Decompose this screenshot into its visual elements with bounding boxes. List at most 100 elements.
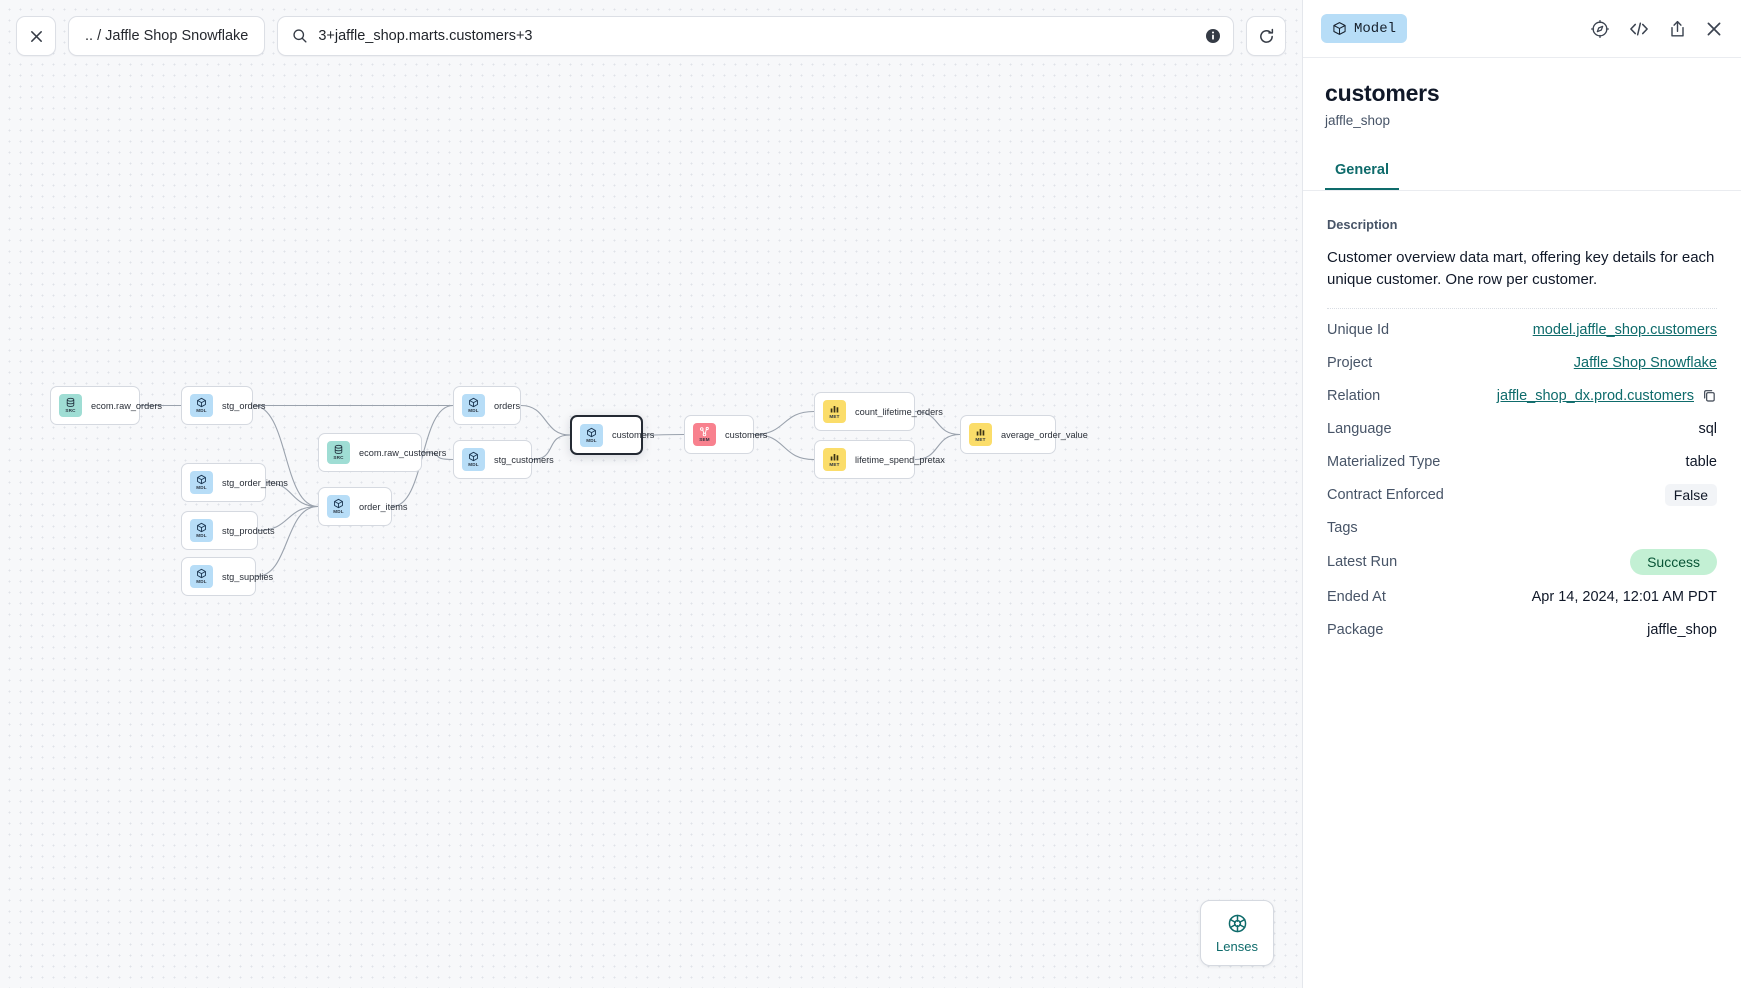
node-type-label: MDL xyxy=(196,485,207,491)
lineage-edges xyxy=(140,404,961,578)
metadata-key: Language xyxy=(1327,420,1392,437)
status-badge: Success xyxy=(1630,549,1717,576)
lineage-edge xyxy=(914,433,961,461)
lenses-label: Lenses xyxy=(1216,938,1258,954)
lineage-edge xyxy=(265,481,319,508)
node-type-label: MDL xyxy=(196,533,207,539)
metadata-value: sql xyxy=(1698,420,1717,437)
lineage-node-label: stg_supplies xyxy=(222,571,274,582)
metadata-row: Materialized Type table xyxy=(1327,445,1717,478)
metadata-row: Relation jaffle_shop_dx.prod.customers xyxy=(1327,379,1717,412)
metadata-key: Materialized Type xyxy=(1327,453,1441,470)
resource-type-label: Model xyxy=(1354,20,1397,37)
met-badge-icon: MET xyxy=(823,448,846,471)
node-type-label: MDL xyxy=(196,408,207,414)
node-type-label: MET xyxy=(829,414,840,420)
sem-badge-icon: SEM xyxy=(693,423,716,446)
met-badge-icon: MET xyxy=(823,400,846,423)
mdl-badge-icon: MDL xyxy=(190,519,213,542)
lineage-edge xyxy=(520,404,571,436)
description-label: Description xyxy=(1327,217,1398,232)
lineage-node-stg-products[interactable]: MDL stg_products xyxy=(181,511,275,550)
node-type-label: MDL xyxy=(468,462,479,468)
lineage-node-label: stg_order_items xyxy=(222,477,288,488)
metadata-value-wrap: Jaffle Shop Snowflake xyxy=(1574,355,1717,371)
metadata-value-link[interactable]: model.jaffle_shop.customers xyxy=(1532,321,1717,338)
breadcrumb[interactable]: .. / Jaffle Shop Snowflake xyxy=(68,16,266,56)
node-type-label: MET xyxy=(829,462,840,468)
metadata-value-link[interactable]: Jaffle Shop Snowflake xyxy=(1573,354,1717,371)
lineage-node-label: customers xyxy=(725,429,768,440)
metadata-value-link[interactable]: jaffle_shop_dx.prod.customers xyxy=(1496,387,1694,404)
metadata-key: Relation xyxy=(1327,387,1381,404)
met-badge-icon: MET xyxy=(969,423,992,446)
metadata-row: Language sql xyxy=(1327,412,1717,445)
lineage-node-label: lifetime_spend_pretax xyxy=(855,454,945,465)
node-type-label: SRC xyxy=(65,408,76,414)
close-graph-button[interactable] xyxy=(16,16,56,56)
refresh-button[interactable] xyxy=(1246,16,1286,56)
mdl-badge-icon: MDL xyxy=(462,448,485,471)
lineage-edge xyxy=(255,505,319,578)
lineage-node-stg-supplies[interactable]: MDL stg_supplies xyxy=(181,557,273,596)
search-input[interactable] xyxy=(318,28,1195,44)
explore-icon[interactable] xyxy=(1590,19,1610,39)
metadata-key: Package xyxy=(1327,621,1384,638)
lineage-edge xyxy=(642,433,685,436)
lenses-button[interactable]: Lenses xyxy=(1200,900,1274,966)
lineage-node-label: stg_customers xyxy=(494,454,554,465)
metadata-key: Latest Run xyxy=(1327,554,1398,571)
lineage-edge xyxy=(753,433,815,461)
metadata-value-wrap: Apr 14, 2024, 12:01 AM PDT xyxy=(1532,589,1717,605)
details-panel-title-block: customers jaffle_shop xyxy=(1303,58,1741,128)
copy-icon[interactable] xyxy=(1702,388,1717,403)
lineage-node-lifetime-spend-pretax[interactable]: MET lifetime_spend_pretax xyxy=(814,440,945,479)
metadata-value-wrap: table xyxy=(1686,454,1717,470)
lineage-node-stg-customers[interactable]: MDL stg_customers xyxy=(453,440,554,479)
lineage-edge xyxy=(914,410,961,436)
code-icon[interactable] xyxy=(1628,19,1650,39)
lineage-node-stg-order-items[interactable]: MDL stg_order_items xyxy=(181,463,288,502)
page-title: customers xyxy=(1325,80,1440,106)
details-panel: Model xyxy=(1302,0,1741,988)
resource-type-badge[interactable]: Model xyxy=(1321,14,1408,43)
lineage-toolbar: .. / Jaffle Shop Snowflake xyxy=(0,0,1302,72)
node-type-label: MDL xyxy=(196,579,207,585)
close-icon[interactable] xyxy=(1705,20,1723,38)
breadcrumb-label: .. / Jaffle Shop Snowflake xyxy=(85,28,249,44)
details-panel-body: Description Customer overview data mart,… xyxy=(1303,191,1741,988)
tab-general[interactable]: General xyxy=(1325,156,1399,190)
node-type-label: SEM xyxy=(699,437,710,443)
metadata-value: Apr 14, 2024, 12:01 AM PDT xyxy=(1531,588,1717,605)
details-panel-tabs: General xyxy=(1303,156,1741,191)
lineage-edge xyxy=(391,404,454,508)
page-subtitle: jaffle_shop xyxy=(1325,113,1391,128)
share-icon[interactable] xyxy=(1668,19,1687,39)
metadata-value-wrap: sql xyxy=(1698,421,1717,437)
search-box[interactable] xyxy=(277,16,1234,56)
mdl-badge-icon: MDL xyxy=(190,565,213,588)
lineage-node-label: customers xyxy=(612,430,655,440)
info-icon[interactable] xyxy=(1205,28,1221,44)
lineage-edge xyxy=(753,410,815,436)
node-type-label: MDL xyxy=(468,408,479,414)
lineage-node-label: order_items xyxy=(359,501,408,512)
lineage-edge xyxy=(257,505,319,532)
search-icon xyxy=(293,29,307,43)
metadata-value-wrap: model.jaffle_shop.customers xyxy=(1533,322,1717,338)
lineage-node-label: stg_products xyxy=(222,525,275,536)
lineage-edge xyxy=(531,434,571,461)
lineage-node-customers-sem[interactable]: SEM customers xyxy=(684,415,767,454)
metadata-key: Contract Enforced xyxy=(1327,486,1444,503)
